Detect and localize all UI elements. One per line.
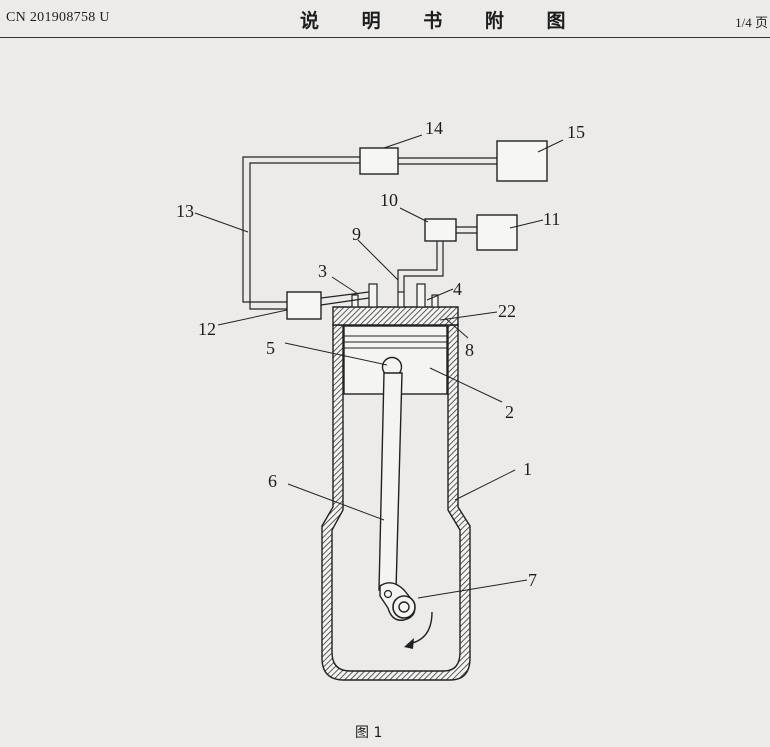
label-2: 2	[505, 402, 514, 422]
pipe-12-3	[320, 291, 370, 306]
label-15: 15	[567, 122, 585, 142]
label-1: 1	[523, 459, 532, 479]
box-15	[496, 140, 548, 182]
page-title: 说 明 书 附 图	[300, 10, 584, 32]
header-rule	[0, 37, 770, 38]
label-3: 3	[318, 261, 327, 281]
box-10	[424, 218, 457, 242]
box-14	[359, 147, 399, 175]
pipe-10-11	[456, 226, 477, 234]
valve-right	[431, 294, 439, 308]
pipe-13	[242, 156, 360, 310]
label-5: 5	[266, 338, 275, 358]
label-8: 8	[465, 340, 474, 360]
label-22: 22	[498, 301, 516, 321]
connecting-rod	[378, 372, 403, 591]
valve-left	[351, 294, 359, 308]
label-13: 13	[176, 201, 194, 221]
label-4: 4	[453, 279, 462, 299]
box-11	[476, 214, 518, 251]
pipe-14-15	[398, 157, 497, 165]
label-6: 6	[268, 471, 277, 491]
injector-4	[416, 283, 426, 308]
pipe-9	[397, 241, 444, 292]
label-9: 9	[352, 224, 361, 244]
label-7: 7	[528, 570, 537, 590]
label-12: 12	[198, 319, 216, 339]
box-12	[286, 291, 322, 320]
cylinder-head	[332, 306, 459, 326]
crankshaft	[392, 595, 416, 619]
label-10: 10	[380, 190, 398, 210]
page-number: 1/4 页	[735, 15, 768, 30]
figure-caption: 图 1	[355, 725, 383, 741]
injector-3	[368, 283, 378, 308]
label-14: 14	[425, 118, 443, 138]
publication-number: CN 201908758 U	[6, 10, 110, 25]
valve-rod-9	[397, 291, 405, 308]
leader-lines	[194, 134, 564, 599]
label-11: 11	[543, 209, 560, 229]
